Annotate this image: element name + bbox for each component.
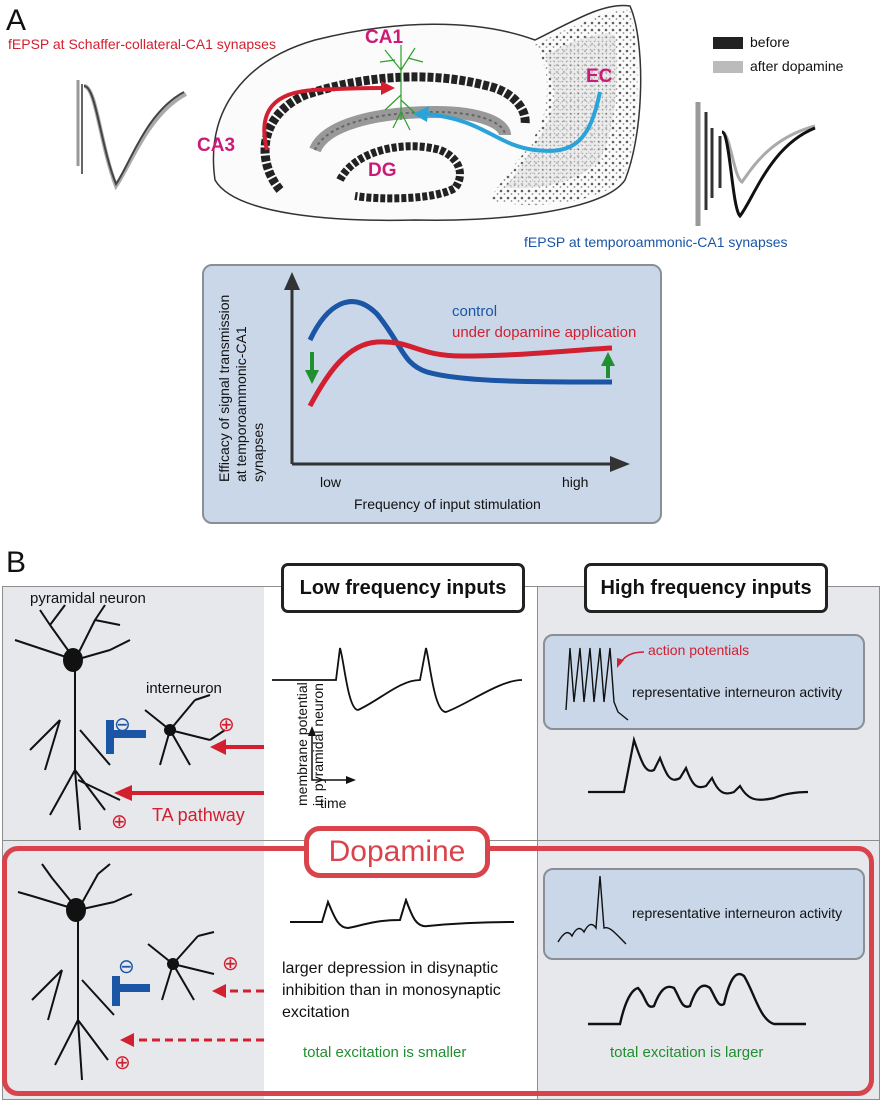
region-ec: EC — [586, 66, 613, 87]
high-frequency-membrane-trace-top — [588, 735, 809, 801]
dopamine-label: Dopamine — [304, 826, 490, 878]
pyramidal-interneuron-circuit — [14, 604, 264, 831]
region-ca1: CA1 — [365, 27, 404, 48]
inhibitory-sign-dopamine: ⊖ — [118, 956, 135, 978]
legend-control: control — [452, 303, 498, 320]
high-frequency-membrane-trace-dopamine — [588, 972, 806, 1026]
interneuron-activity-label-dopamine: representative interneuron activity — [632, 905, 843, 921]
excitatory-sign-pyramidal-dopamine: ⊕ — [114, 1052, 131, 1074]
temporoammonic-fepsp-trace — [695, 102, 816, 226]
high-frequency-result: total excitation is larger — [610, 1044, 764, 1061]
frequency-graph — [284, 272, 630, 472]
low-frequency-membrane-trace-dopamine — [290, 898, 515, 930]
low-frequency-result: total excitation is smaller — [303, 1044, 467, 1061]
legend-after-label: after dopamine — [750, 58, 844, 74]
excitatory-sign-pyramidal-top: ⊕ — [111, 811, 128, 833]
excitatory-sign-interneuron-dopamine: ⊕ — [222, 953, 239, 975]
hippocampus-illustration — [212, 4, 642, 222]
legend-after-swatch — [713, 61, 743, 73]
membrane-potential-label-line2: in pyramidal neuron — [310, 683, 326, 806]
interneuron-subthreshold-trace — [557, 875, 627, 945]
panel-b-letter: B — [6, 546, 27, 579]
depression-explanation: larger depression in disynaptic inhibiti… — [282, 960, 501, 1021]
legend-dopamine: under dopamine application — [452, 324, 637, 341]
graph-y-label: Efficacy of signal transmission at tempo… — [216, 282, 267, 482]
graph-y-label-line2: at temporoammonic-CA1 synapses — [233, 326, 266, 482]
low-frequency-membrane-trace — [272, 647, 523, 784]
frequency-graph-box — [202, 264, 662, 524]
temporoammonic-caption: fEPSP at temporoammonic-CA1 synapses — [524, 234, 788, 250]
action-potential-pointer — [617, 651, 645, 668]
graph-x-label: Frequency of input stimulation — [354, 496, 541, 512]
excitatory-sign-interneuron-top: ⊕ — [218, 714, 235, 736]
pyramidal-interneuron-circuit-dopamine — [17, 863, 264, 1081]
neuron-column — [2, 586, 266, 1100]
schaffer-fepsp-trace — [76, 80, 187, 191]
legend-before-swatch — [713, 37, 743, 49]
legend-before-label: before — [750, 34, 790, 50]
time-label: time — [320, 795, 347, 811]
panel-a-letter: A — [6, 4, 27, 37]
graph-x-low: low — [320, 474, 342, 490]
membrane-potential-label-line1: membrane potential — [294, 682, 310, 806]
schaffer-caption: fEPSP at Schaffer-collateral-CA1 synapse… — [8, 36, 276, 52]
pyramidal-neuron-label: pyramidal neuron — [30, 590, 146, 607]
action-potential-burst — [565, 647, 629, 721]
action-potentials-label: action potentials — [648, 642, 750, 658]
high-frequency-title: High frequency inputs — [584, 563, 828, 613]
low-frequency-title: Low frequency inputs — [281, 563, 525, 613]
inhibitory-sign-top: ⊖ — [114, 714, 131, 736]
interneuron-activity-label-top: representative interneuron activity — [632, 684, 843, 700]
region-ca3: CA3 — [197, 135, 236, 156]
ta-pathway-label: TA pathway — [152, 805, 245, 825]
membrane-potential-label: membrane potential in pyramidal neuron — [294, 656, 326, 806]
graph-y-label-line1: Efficacy of signal transmission — [216, 294, 232, 482]
graph-x-high: high — [562, 474, 589, 490]
interneuron-label: interneuron — [146, 680, 222, 697]
region-dg: DG — [368, 160, 397, 181]
